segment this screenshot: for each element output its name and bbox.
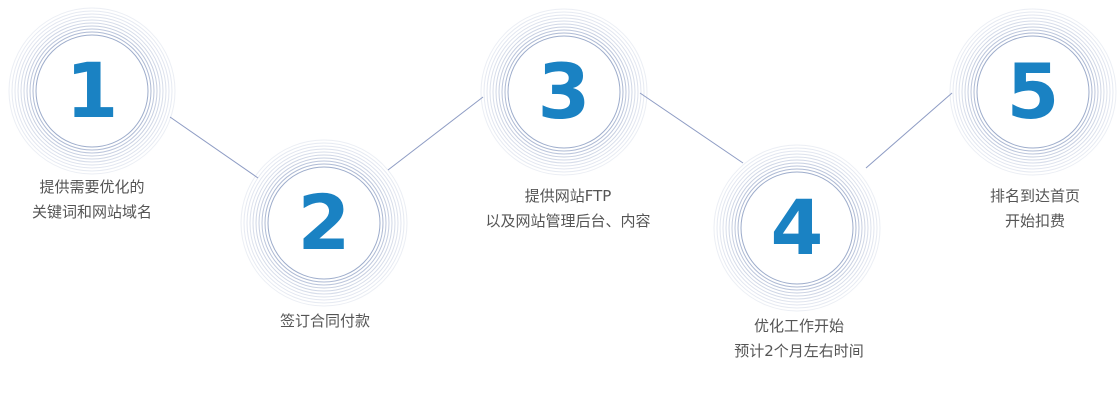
ring <box>955 14 1111 170</box>
step-4-caption: 优化工作开始 预计2个月左右时间 <box>679 314 919 364</box>
step-2-number: 2 <box>297 178 351 267</box>
ring <box>961 20 1105 164</box>
step-5-caption-line-1: 排名到达首页 <box>989 187 1080 205</box>
ring <box>26 25 158 157</box>
ring <box>480 8 648 176</box>
ring <box>11 10 173 172</box>
ring <box>964 23 1102 161</box>
ring <box>29 28 155 154</box>
ring <box>258 157 390 289</box>
ring <box>246 145 402 301</box>
ring <box>17 16 167 166</box>
ring <box>240 139 408 307</box>
step-1-caption-line-1: 提供需要优化的 <box>39 178 145 196</box>
ring <box>255 154 393 292</box>
ring <box>249 148 399 298</box>
ring <box>504 32 624 152</box>
step-3-circle: 3 <box>478 6 650 178</box>
ring <box>713 144 881 312</box>
ring <box>495 23 633 161</box>
ring <box>976 35 1090 149</box>
ring <box>734 165 860 291</box>
ring <box>716 147 878 309</box>
ring <box>14 13 170 169</box>
connector-3-4 <box>639 92 744 164</box>
step-2-caption: 签订合同付款 <box>205 309 445 334</box>
ring <box>8 7 176 175</box>
ring <box>20 19 164 163</box>
ring <box>970 29 1096 155</box>
step-4-number: 4 <box>770 183 824 272</box>
ring <box>23 22 161 160</box>
ring <box>731 162 863 294</box>
ring <box>725 156 869 300</box>
step-5-caption-line-2: 开始扣费 <box>1004 212 1065 230</box>
ring <box>252 151 396 295</box>
ring <box>35 34 149 148</box>
step-5-number: 5 <box>1006 47 1060 136</box>
step-1-caption: 提供需要优化的 关键词和网站域名 <box>0 175 212 225</box>
step-5-caption: 排名到达首页 开始扣费 <box>915 184 1120 234</box>
ring <box>483 11 645 173</box>
rings-icon <box>8 7 176 175</box>
step-4-circle: 4 <box>711 142 883 314</box>
step-3-caption: 提供网站FTP 以及网站管理后台、内容 <box>448 184 688 234</box>
step-3-caption-line-1: 提供网站FTP <box>524 187 612 205</box>
ring <box>492 20 636 164</box>
connector-4-5 <box>865 92 953 169</box>
ring <box>32 31 152 151</box>
ring <box>973 32 1093 152</box>
ring <box>949 8 1117 176</box>
step-4-caption-line-2: 预计2个月左右时间 <box>734 342 864 360</box>
rings-icon <box>240 139 408 307</box>
step-1-number: 1 <box>65 46 119 135</box>
step-1-circle: 1 <box>6 5 178 177</box>
step-2-caption-line-1: 签订合同付款 <box>279 312 370 330</box>
ring <box>267 166 381 280</box>
step-3-caption-line-2: 以及网站管理后台、内容 <box>485 212 651 230</box>
step-1-caption-line-2: 关键词和网站域名 <box>31 203 152 221</box>
ring <box>958 17 1108 167</box>
connector-2-3 <box>387 96 484 171</box>
step-2-circle: 2 <box>238 137 410 309</box>
ring <box>740 171 854 285</box>
step-3-number: 3 <box>537 47 591 136</box>
ring <box>722 153 872 303</box>
ring <box>737 168 857 288</box>
ring <box>501 29 627 155</box>
rings-icon <box>480 8 648 176</box>
connector-1-2 <box>169 116 259 179</box>
step-4-caption-line-1: 优化工作开始 <box>753 317 844 335</box>
ring <box>507 35 621 149</box>
rings-icon <box>949 8 1117 176</box>
ring <box>719 150 875 306</box>
ring <box>728 159 866 297</box>
ring <box>498 26 630 158</box>
ring <box>261 160 387 286</box>
ring <box>486 14 642 170</box>
rings-icon <box>713 144 881 312</box>
ring <box>489 17 639 167</box>
ring <box>952 11 1114 173</box>
step-5-circle: 5 <box>947 6 1119 178</box>
ring <box>967 26 1099 158</box>
ring <box>243 142 405 304</box>
ring <box>264 163 384 283</box>
